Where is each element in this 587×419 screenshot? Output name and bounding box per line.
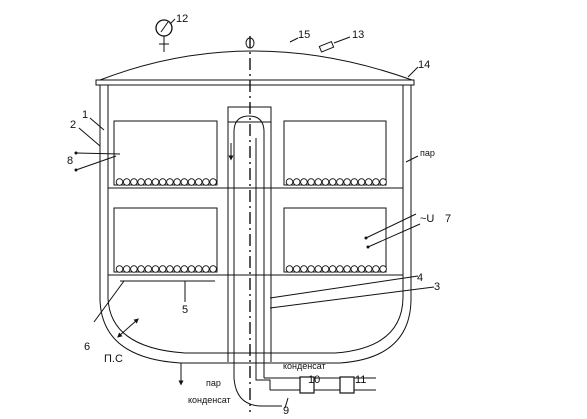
label-14: 14 (418, 59, 430, 71)
coil-ring (379, 178, 387, 186)
coil-ring (122, 265, 131, 273)
tray-bottom-left (113, 207, 218, 273)
coil-ring (144, 178, 153, 186)
coil-ring (144, 265, 153, 273)
label-15: 15 (298, 29, 310, 41)
coil-ring (372, 178, 380, 186)
label-9: 9 (283, 405, 289, 417)
coil-ring (130, 178, 138, 186)
label-5: 5 (182, 304, 188, 316)
inner-steam-tube (233, 115, 265, 378)
coil-ring (350, 178, 359, 186)
coil-ring (137, 178, 145, 186)
lid-handle (245, 37, 255, 49)
coil-ring (321, 178, 330, 186)
coil-ring (173, 265, 181, 273)
inner-vessel-wall (107, 85, 404, 354)
label-voltage: ~U (420, 213, 434, 225)
sensor-wires-8 (74, 151, 121, 172)
label-steam-bottom: пар (206, 378, 221, 388)
pressure-gauge-icon (155, 19, 173, 52)
coil-ring (115, 178, 124, 186)
coil-ring (115, 265, 124, 273)
coil-ring (357, 178, 366, 186)
safety-valve (318, 40, 335, 53)
coil-ring (180, 265, 189, 273)
coil-ring (151, 178, 160, 186)
coil-ring (379, 265, 387, 273)
coil-ring (137, 265, 145, 273)
label-condensate-bottom: конденсат (188, 395, 231, 405)
coil-ring (307, 178, 315, 186)
lid-dome (99, 50, 413, 81)
coil-ring (209, 178, 217, 186)
coil-ring (372, 265, 380, 273)
coil-ring (300, 265, 308, 273)
condensate-pipe (255, 138, 271, 390)
coil-ring (180, 178, 189, 186)
label-1: 1 (82, 109, 88, 121)
coil-ring (285, 178, 294, 186)
steam-inlet-arrow-icon (117, 318, 139, 338)
outer-vessel-wall (99, 85, 412, 364)
coil-ring (357, 265, 366, 273)
coil-ring (187, 265, 196, 273)
coil-ring (350, 265, 359, 273)
label-steam-right: пар (420, 148, 435, 158)
heating-coils (115, 178, 387, 273)
coil-ring (122, 178, 131, 186)
tray-top-left (113, 120, 218, 186)
coil-ring (343, 178, 351, 186)
coil-ring (187, 178, 196, 186)
coil-ring (336, 178, 344, 186)
label-6: 6 (84, 341, 90, 353)
coil-ring (151, 265, 160, 273)
valve-11 (339, 376, 355, 394)
label-8: 8 (67, 155, 73, 167)
coil-ring (292, 178, 301, 186)
coil-ring (328, 265, 337, 273)
coil-ring (158, 178, 167, 186)
coil-ring (158, 265, 167, 273)
label-3: 3 (434, 281, 440, 293)
label-ps: П.С (104, 353, 123, 365)
coil-ring (307, 265, 315, 273)
coil-ring (173, 178, 181, 186)
bottom-outlet (233, 377, 282, 407)
label-11: 11 (355, 374, 366, 386)
coil-ring (202, 178, 210, 186)
coil-ring (321, 265, 330, 273)
tray-bottom-right (283, 207, 387, 273)
label-7: 7 (445, 213, 451, 225)
coil-ring (194, 178, 203, 186)
coil-ring (343, 265, 351, 273)
coil-ring (292, 265, 301, 273)
coil-ring (130, 265, 138, 273)
coil-ring (166, 265, 174, 273)
coil-ring (314, 265, 323, 273)
coil-ring (364, 265, 373, 273)
label-13: 13 (352, 29, 364, 41)
coil-ring (166, 178, 174, 186)
coil-ring (364, 178, 373, 186)
leader-lines (78, 18, 435, 409)
valve-10 (299, 376, 315, 394)
coil-ring (285, 265, 294, 273)
coil-ring (202, 265, 210, 273)
coil-ring (336, 265, 344, 273)
coil-ring (209, 265, 217, 273)
coil-ring (194, 265, 203, 273)
label-2: 2 (70, 119, 76, 131)
label-4: 4 (417, 272, 423, 284)
tray-top-right (283, 120, 387, 186)
coil-ring (314, 178, 323, 186)
heater-wires-7 (364, 213, 421, 249)
coil-ring (300, 178, 308, 186)
coil-ring (328, 178, 337, 186)
label-12: 12 (176, 13, 188, 25)
label-10: 10 (308, 374, 320, 386)
label-condensate-pipe: конденсат (283, 361, 326, 371)
lid-flange (95, 79, 415, 86)
